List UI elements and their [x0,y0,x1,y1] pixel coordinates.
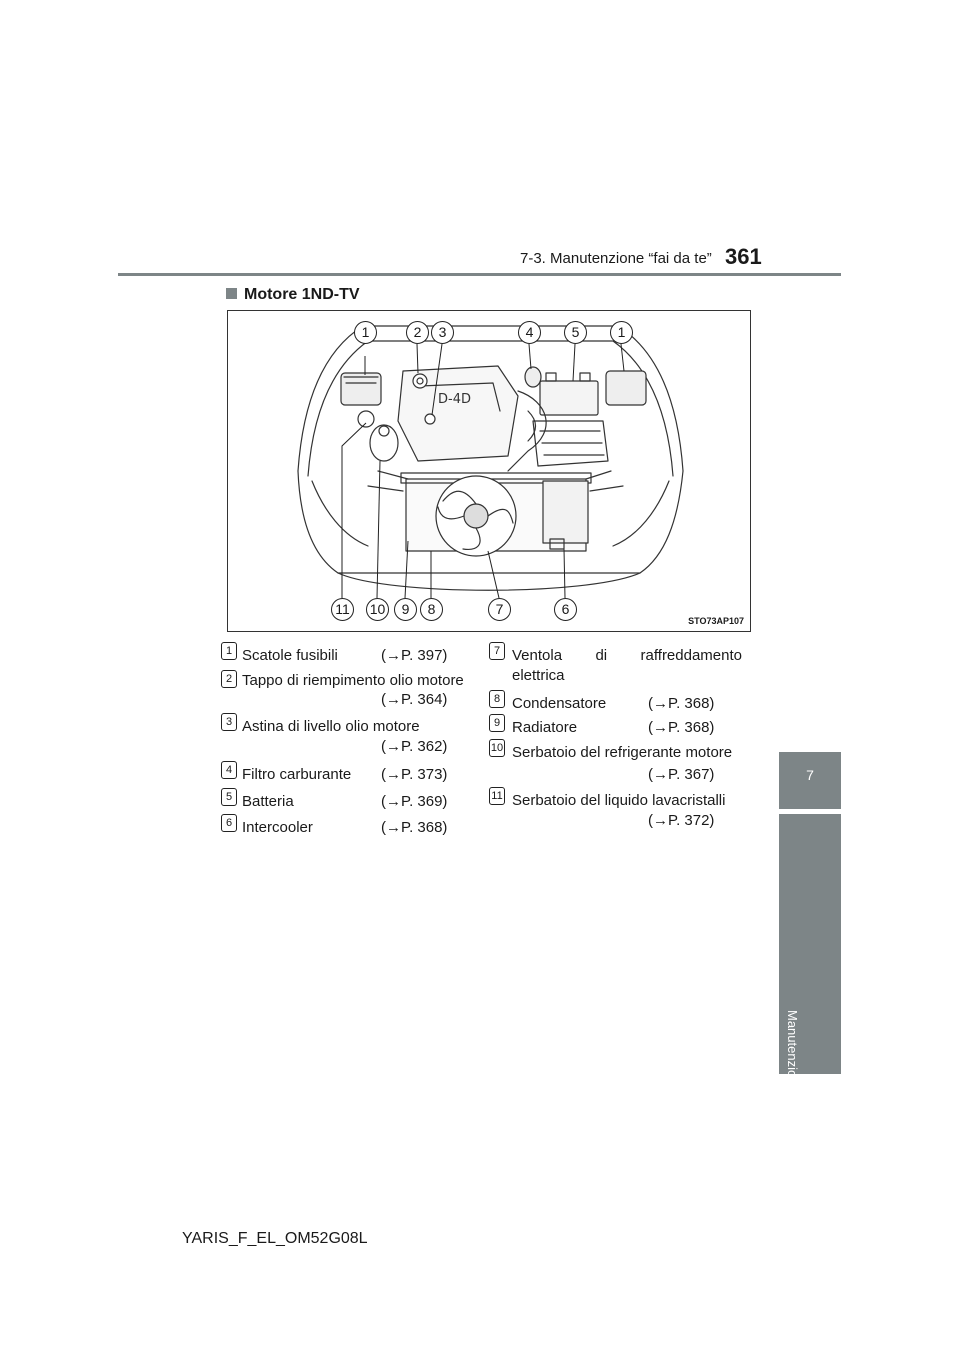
legend-number: 7 [489,642,505,660]
legend-number: 2 [221,670,237,688]
page-reference: (→P. 367) [648,766,715,783]
engine-compartment-figure: D-4D 1 2 3 4 5 1 11 10 9 8 [227,310,751,632]
legend-label: Batteria [242,793,294,810]
callout-3: 3 [431,321,454,344]
square-bullet-icon [226,288,237,299]
legend-number: 11 [489,787,505,805]
document-code: YARIS_F_EL_OM52G08L [182,1230,368,1247]
callout-1-right: 1 [610,321,633,344]
legend-number: 10 [489,739,505,757]
callout-11: 11 [331,598,354,621]
callout-6: 6 [554,598,577,621]
legend-number: 6 [221,814,237,832]
page-reference: (→P. 362) [381,738,448,755]
legend-label: Radiatore [512,719,578,736]
svg-text:D-4D: D-4D [438,392,471,407]
header-divider [118,273,841,276]
chapter-tab: 7 [779,752,841,809]
legend-label: Filtro carburante [242,766,352,783]
legend-number: 8 [489,690,505,708]
engine-illustration: D-4D [297,325,684,591]
callout-9: 9 [394,598,417,621]
page-number: 361 [725,244,762,269]
page-reference: (→P. 364) [381,691,448,708]
legend-label: Condensatore [512,695,607,712]
page-reference: (→P. 372) [648,812,715,829]
legend-label: Serbatoio del liquido lavacristalli [512,792,726,809]
callout-5: 5 [564,321,587,344]
page-reference: (→P. 368) [648,719,715,736]
legend-label: Intercooler [242,819,313,836]
legend-label: Tappo di riempimento olio motore [242,672,464,689]
section-title: Motore 1ND-TV [226,286,360,304]
figure-code: STO73AP107 [688,616,744,626]
page-reference: (→P. 373) [381,766,448,783]
callout-8: 8 [420,598,443,621]
callout-7: 7 [488,598,511,621]
legend-label: Scatole fusibili [242,647,338,664]
legend-number: 3 [221,713,237,731]
callout-10: 10 [366,598,389,621]
legend-label: Serbatoio del refrigerante motore [512,744,733,761]
page-reference: (→P. 368) [648,695,715,712]
section-title-text: Motore 1ND-TV [244,286,360,303]
callout-2: 2 [406,321,429,344]
callout-leader-lines [341,343,625,599]
legend-label: Ventola di raffreddamento [512,647,742,664]
chapter-title: Manutenzione e cura del veicolo [785,1010,800,1197]
legend-label-continued: elettrica [512,667,565,684]
legend-number: 9 [489,714,505,732]
chapter-side-bar [779,814,841,1074]
page-reference: (→P. 397) [381,647,448,664]
callout-4: 4 [518,321,541,344]
page-reference: (→P. 368) [381,819,448,836]
section-heading: 7-3. Manutenzione “fai da te” [520,250,712,267]
callout-1-left: 1 [354,321,377,344]
chapter-number: 7 [806,767,814,783]
legend-number: 4 [221,761,237,779]
legend-number: 5 [221,788,237,806]
legend-number: 1 [221,642,237,660]
legend-label: Astina di livello olio motore [242,718,420,735]
page-reference: (→P. 369) [381,793,448,810]
